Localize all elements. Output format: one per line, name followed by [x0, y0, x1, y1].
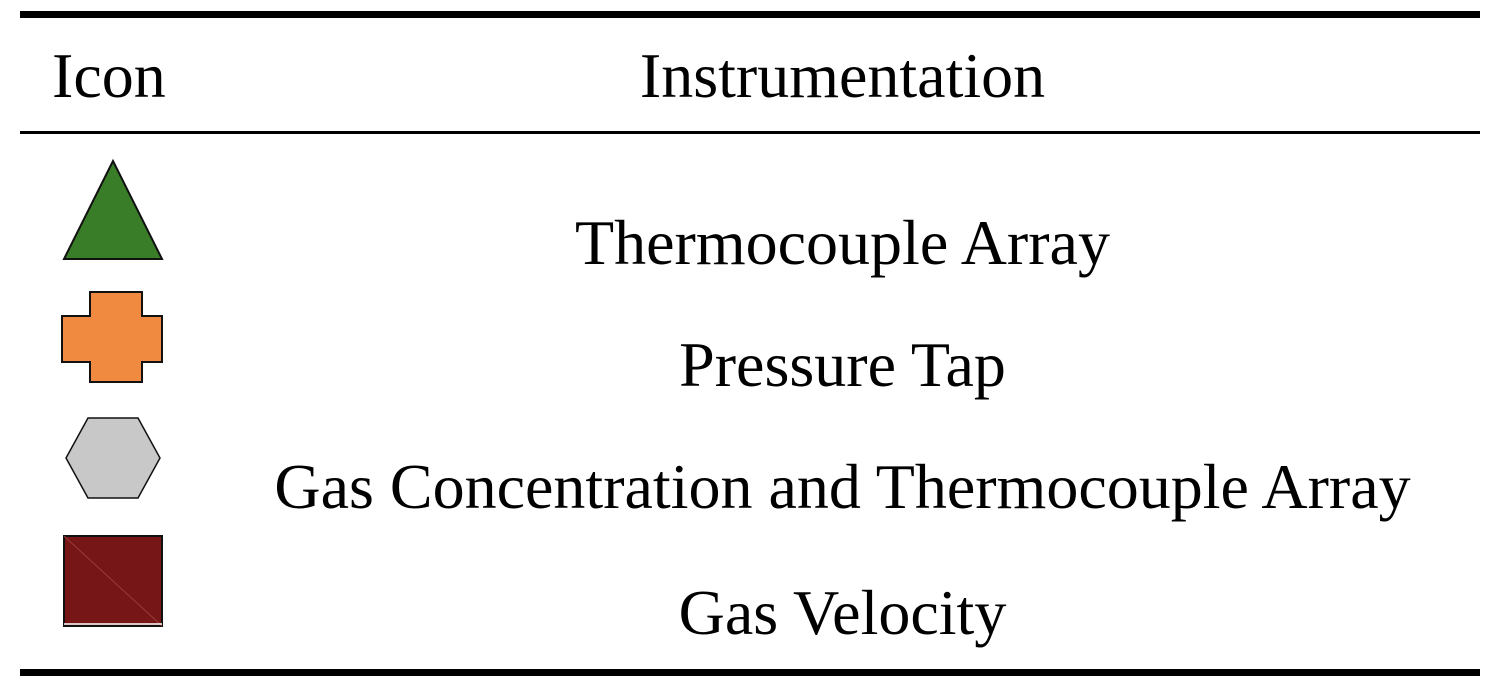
header-rule — [20, 131, 1480, 134]
row-label-thermocouple-array: Thermocouple Array — [575, 207, 1110, 278]
cross-icon — [60, 286, 166, 392]
row-label-gas-concentration: Gas Concentration and Thermocouple Array — [274, 451, 1411, 522]
row-label-pressure-tap: Pressure Tap — [679, 329, 1006, 400]
header-icon: Icon — [52, 40, 166, 111]
table-top-rule — [20, 11, 1480, 18]
square-icon — [60, 530, 166, 636]
header-instrumentation: Instrumentation — [639, 40, 1046, 111]
hexagon-icon — [60, 406, 166, 512]
row-label-gas-velocity: Gas Velocity — [678, 577, 1007, 648]
table-bottom-rule — [20, 669, 1480, 676]
triangle-icon — [60, 158, 166, 264]
